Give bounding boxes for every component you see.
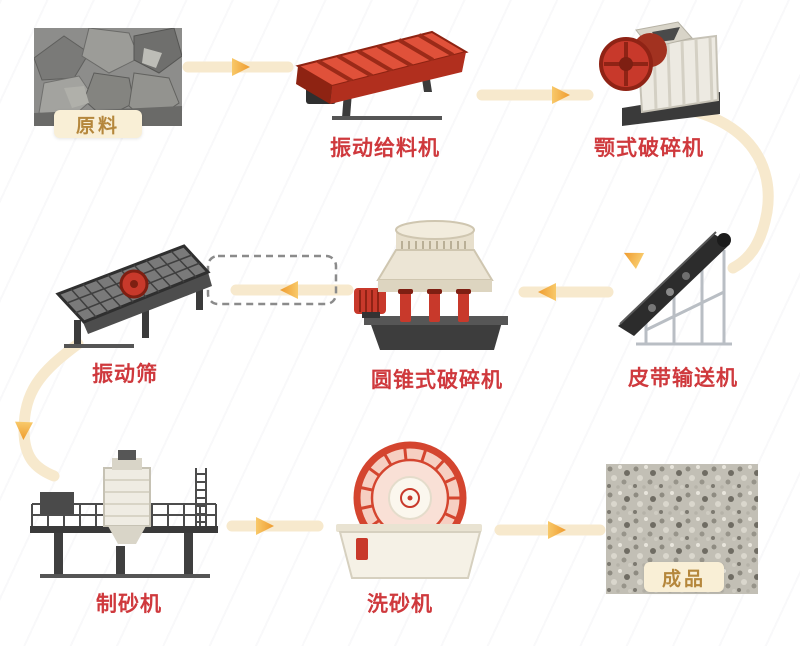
- edge-screen-return-dashed: [206, 254, 338, 306]
- sand-washer-node: [322, 440, 496, 582]
- belt-conveyor-node: [612, 222, 744, 348]
- belt-conveyor-illustration: [618, 231, 732, 346]
- vibrating-screen-illustration: [55, 244, 212, 348]
- vibrating-screen-node: [46, 232, 224, 358]
- raw-material-photo: [34, 28, 182, 126]
- sand-maker-label: 制砂机: [96, 593, 162, 616]
- sand-washer-illustration: [336, 441, 482, 579]
- cone-crusher-label: 圆锥式破碎机: [371, 369, 503, 392]
- vibrating-feeder-label: 振动给料机: [330, 137, 440, 160]
- vibrating-screen-label: 振动筛: [92, 363, 158, 386]
- jaw-crusher-node: [592, 12, 734, 128]
- vibrating-feeder-illustration: [295, 30, 469, 120]
- arrowheads: [15, 58, 645, 539]
- raw-material-node: [34, 28, 182, 126]
- jaw-crusher-illustration: [599, 21, 720, 126]
- vibrating-feeder-node: [292, 26, 477, 124]
- raw-material-badge: 原料: [54, 110, 142, 138]
- jaw-crusher-label: 颚式破碎机: [594, 137, 704, 160]
- sand-maker-node: [20, 448, 228, 582]
- cone-crusher-illustration: [354, 220, 508, 350]
- edge-jaw-to-conveyor: [674, 102, 774, 274]
- sand-washer-label: 洗砂机: [367, 593, 433, 616]
- finished-product-badge: 成品: [644, 562, 724, 592]
- cone-crusher-node: [352, 216, 518, 358]
- sand-maker-illustration: [30, 450, 218, 578]
- belt-conveyor-label: 皮带输送机: [628, 367, 738, 390]
